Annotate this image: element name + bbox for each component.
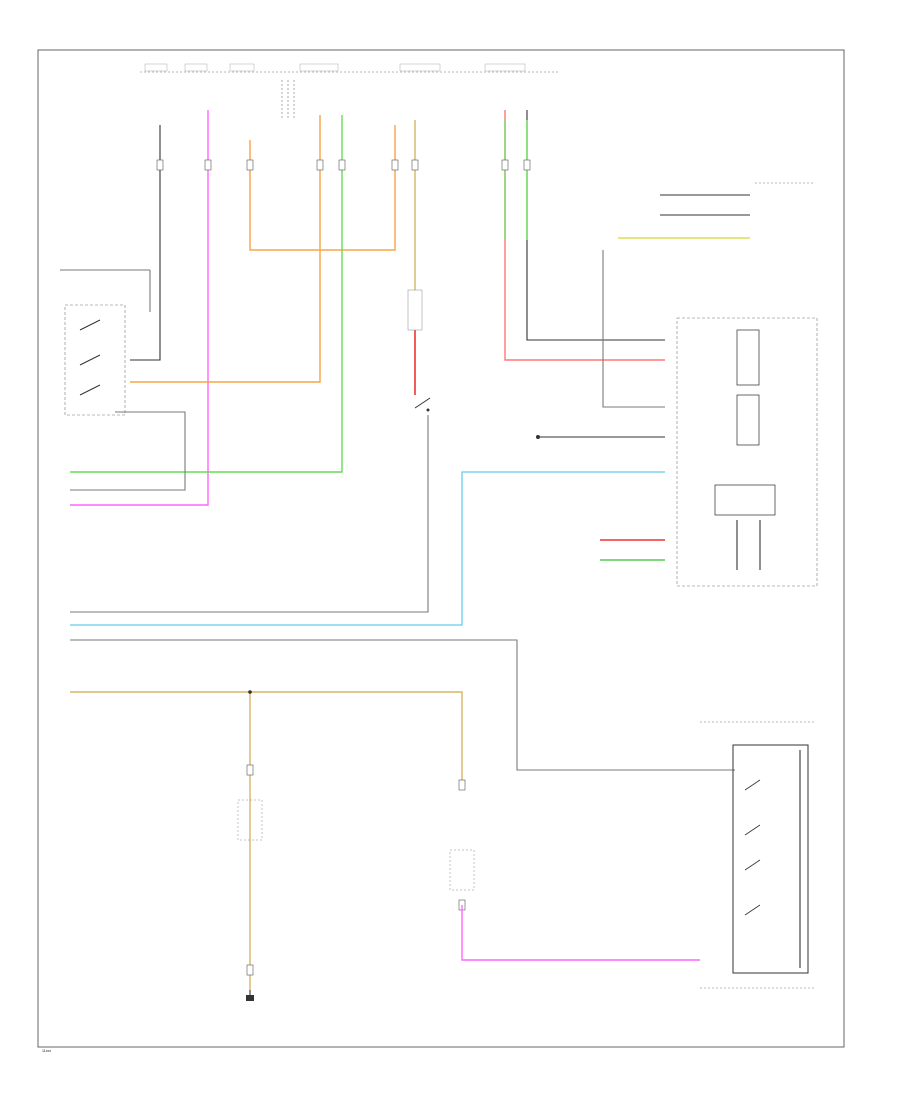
bottom-right-module-box xyxy=(732,744,809,974)
wire-orange-2 xyxy=(130,115,321,383)
lower-left-switch xyxy=(237,764,263,976)
center-relay-box xyxy=(407,289,423,331)
wire-tan-bus xyxy=(70,691,463,790)
left-switch-box xyxy=(64,304,126,416)
diagram-frame xyxy=(37,49,845,1048)
wire-black-arrow-end xyxy=(536,435,540,439)
conn-6 xyxy=(391,159,399,171)
bottom-right-module xyxy=(700,721,815,989)
right-module-element-3 xyxy=(714,484,776,516)
lower-left-switch-box xyxy=(237,799,263,841)
supply-label-2 xyxy=(184,63,208,72)
wire-pink-red xyxy=(504,110,665,361)
right-module-element-1 xyxy=(736,329,760,386)
conn-8 xyxy=(501,159,509,171)
right-module-element-2 xyxy=(736,394,760,446)
right-module xyxy=(676,317,818,587)
supply-label-group xyxy=(144,63,526,72)
ground-block xyxy=(246,995,254,1001)
conn-9 xyxy=(523,159,531,171)
wire-green-1 xyxy=(70,115,343,473)
wire-grey-long xyxy=(70,639,735,771)
left-switch-contact-3 xyxy=(79,384,101,396)
wire-black-right xyxy=(526,110,665,341)
fuse-columns xyxy=(281,80,295,120)
top-supply-row xyxy=(140,63,560,120)
supply-label-5 xyxy=(399,63,441,72)
wire-grey-right xyxy=(602,250,665,408)
wire-grey-left xyxy=(70,411,186,491)
wire-grey-center xyxy=(70,415,429,613)
conn-3 xyxy=(246,159,254,171)
wire-pink-1 xyxy=(70,110,209,506)
center-switch xyxy=(70,289,431,613)
conn-1 xyxy=(156,159,164,171)
center-switch-node xyxy=(426,408,430,412)
lower-left-conn-1 xyxy=(246,764,254,776)
left-switch-component xyxy=(60,269,186,491)
supply-label-6 xyxy=(484,63,526,72)
conn-5 xyxy=(338,159,346,171)
br-contact-2 xyxy=(744,824,761,836)
br-contact-1 xyxy=(744,779,761,791)
wire-pink-bottom xyxy=(461,905,700,961)
supply-label-4 xyxy=(299,63,339,72)
wire-black-1 xyxy=(130,125,161,361)
lower-middle-switch xyxy=(449,779,475,911)
br-contact-3 xyxy=(744,859,761,871)
top-right-legend xyxy=(618,182,815,239)
supply-label-3 xyxy=(229,63,255,72)
footer-code: 11xxx xyxy=(42,1049,51,1053)
wire-orange-loop xyxy=(249,125,396,251)
wire-lightblue xyxy=(70,471,665,626)
conn-4 xyxy=(316,159,324,171)
connector-marks-top xyxy=(156,159,531,171)
lower-middle-conn-1 xyxy=(458,779,466,791)
conn-7 xyxy=(411,159,419,171)
tan-junction xyxy=(248,690,252,694)
left-switch-contact-1 xyxy=(79,319,101,331)
lower-middle-switch-box xyxy=(449,849,475,891)
supply-label-1 xyxy=(144,63,168,72)
left-switch-contact-2 xyxy=(79,354,101,366)
right-module-box xyxy=(676,317,818,587)
lower-left-conn-2 xyxy=(246,964,254,976)
conn-2 xyxy=(204,159,212,171)
ground-symbol xyxy=(246,990,254,1001)
br-contact-4 xyxy=(744,904,761,916)
center-switch-contact xyxy=(414,397,431,409)
